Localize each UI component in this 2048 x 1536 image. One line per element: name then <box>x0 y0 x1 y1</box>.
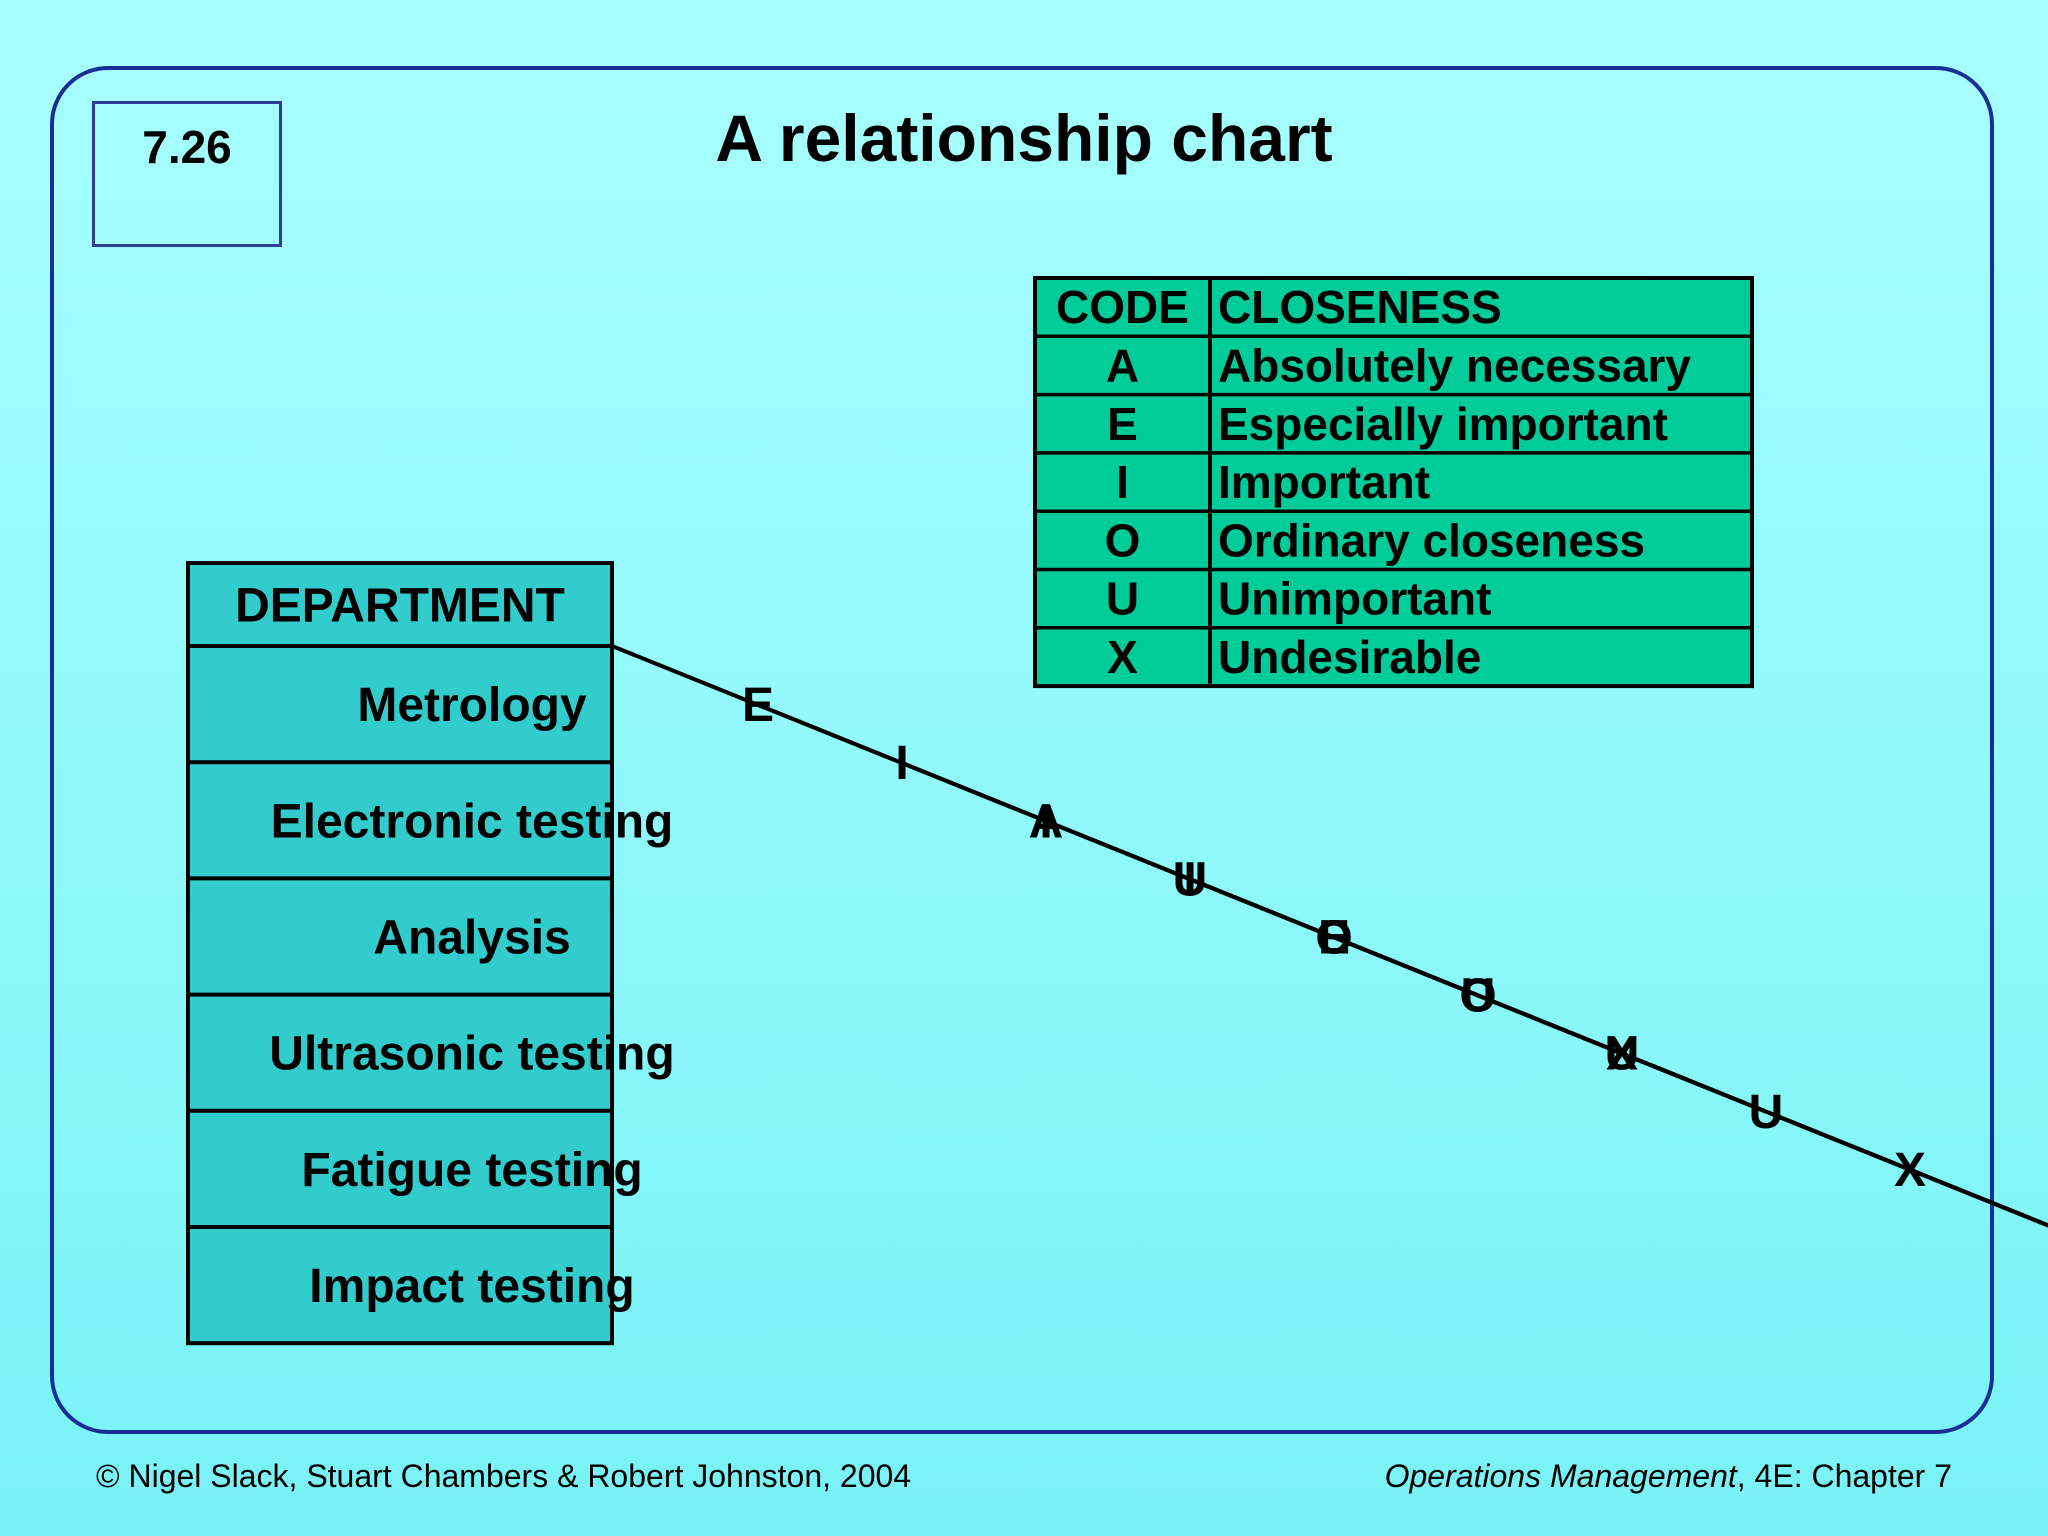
relationship-code: U <box>1173 853 1208 906</box>
relationship-code: I <box>1039 795 1052 848</box>
slide-title: A relationship chart <box>715 101 1333 175</box>
slide-frame <box>50 66 1994 1434</box>
slide-number: 7.26 <box>92 101 282 247</box>
department-column <box>186 561 614 1346</box>
relationship-code: U <box>1605 1028 1640 1081</box>
department-header: DEPARTMENT <box>235 580 565 633</box>
legend-label-U: Unimportant <box>1218 573 1491 625</box>
legend-label-O: Ordinary closeness <box>1218 514 1645 566</box>
department-label: Electronic testing <box>271 795 674 848</box>
department-label: Impact testing <box>309 1260 634 1313</box>
legend-header-code: CODE <box>1056 281 1189 333</box>
relationship-code: U <box>1461 970 1496 1023</box>
relationship-code: X <box>1606 1028 1638 1081</box>
relationship-code: U <box>1749 1086 1784 1139</box>
relationship-code: X <box>1894 1144 1926 1197</box>
legend-label-I: Important <box>1218 456 1430 508</box>
legend-code-U: U <box>1106 573 1139 625</box>
legend-background <box>1033 276 1754 689</box>
relationship-code: E <box>742 679 774 732</box>
legend-header-closeness: CLOSENESS <box>1218 281 1502 333</box>
footer-copyright: © Nigel Slack, Stuart Chambers & Robert … <box>96 1458 912 1494</box>
legend-label-E: Especially important <box>1218 398 1668 450</box>
department-label: Ultrasonic testing <box>269 1028 674 1081</box>
legend-label-A: Absolutely necessary <box>1218 339 1691 391</box>
relationship-code: O <box>1315 912 1352 965</box>
department-label: Metrology <box>357 679 587 732</box>
legend-code-I: I <box>1116 456 1129 508</box>
relationship-code: O <box>1315 912 1352 965</box>
grid-line-up <box>755 702 901 765</box>
relationship-grid <box>611 644 2048 1228</box>
department-label: Fatigue testing <box>301 1144 642 1197</box>
relationship-code: A <box>1029 795 1064 848</box>
legend-code-E: E <box>1107 398 1138 450</box>
grid-line-up <box>1331 934 2048 1228</box>
legend-code-O: O <box>1105 514 1141 566</box>
relationship-code: E <box>1318 912 1350 965</box>
relationship-code: I <box>1183 853 1196 906</box>
footer-book-suffix: , 4E: Chapter 7 <box>1736 1458 1952 1494</box>
footer-book-info: Operations Management, 4E: Chapter 7 <box>1385 1458 1952 1495</box>
legend-label-X: Undesirable <box>1218 631 1481 683</box>
department-label: Analysis <box>373 912 570 965</box>
relationship-code: I <box>895 737 908 790</box>
legend-code-X: X <box>1107 631 1138 683</box>
legend-code-A: A <box>1106 339 1139 391</box>
footer-book-title: Operations Management <box>1384 1458 1737 1494</box>
relationship-code: O <box>1459 970 1496 1023</box>
